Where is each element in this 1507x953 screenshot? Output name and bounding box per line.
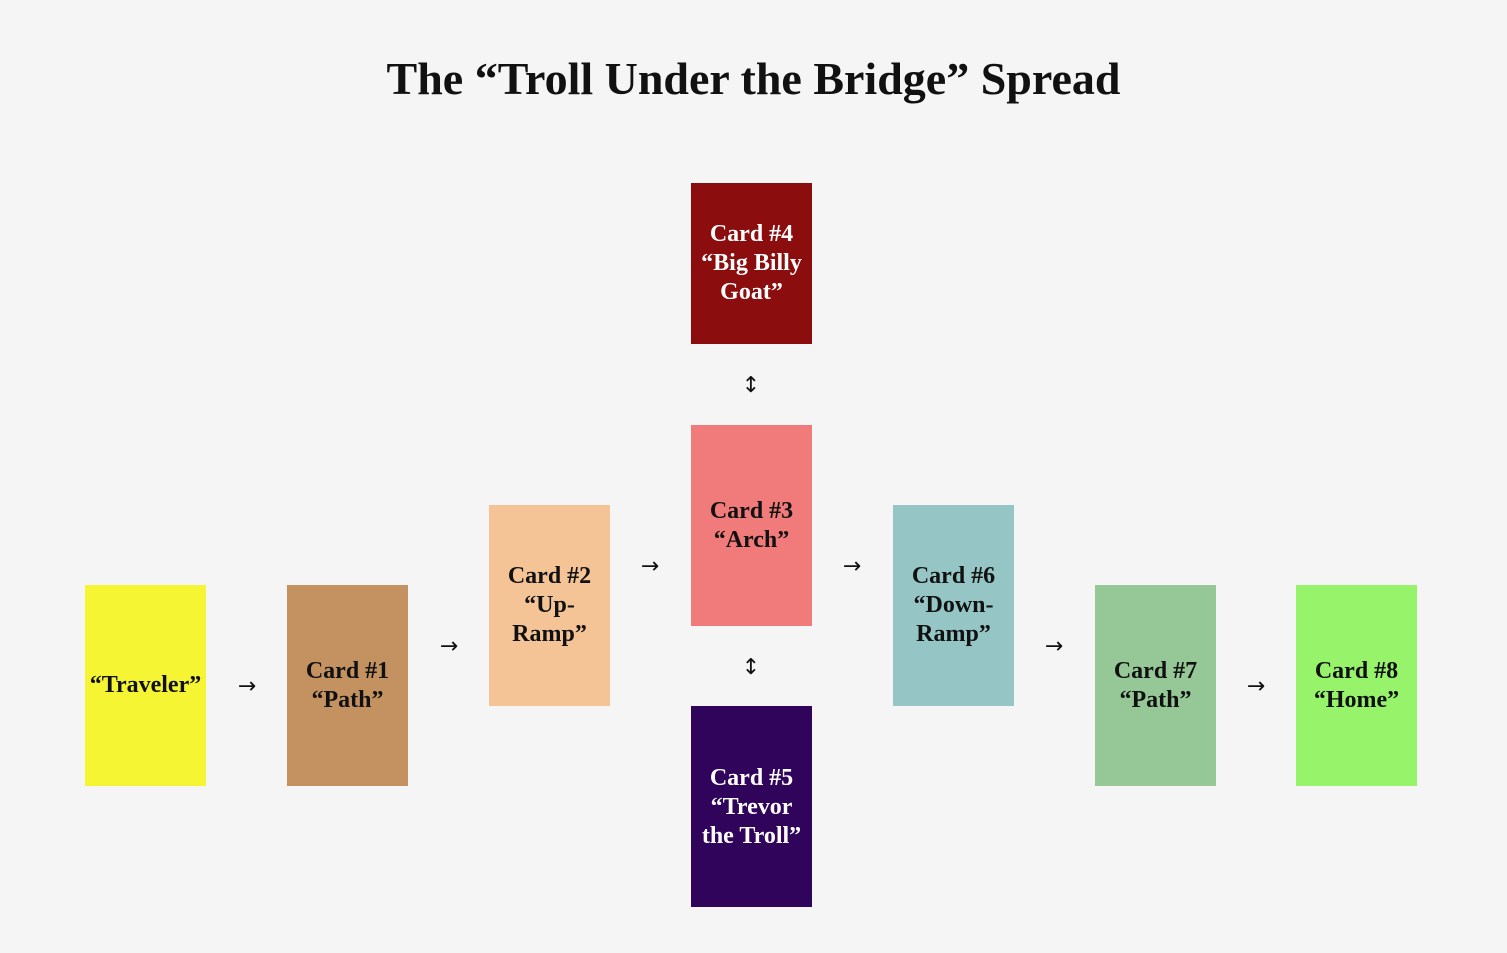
arrow-right-icon: → [1044, 634, 1064, 659]
card-5-label: Card #5 “Trevor the Troll” [701, 765, 802, 849]
card-5: Card #5 “Trevor the Troll” [691, 706, 812, 907]
card-3-label: Card #3 “Arch” [709, 498, 794, 553]
card-7: Card #7 “Path” [1095, 585, 1216, 786]
card-8: Card #8 “Home” [1296, 585, 1417, 786]
arrow-right-icon: → [237, 674, 257, 699]
page-title: The “Troll Under the Bridge” Spread [386, 53, 1121, 104]
card-6-label: Card #6 “Down- Ramp” [911, 563, 996, 647]
arrow-right-icon: → [640, 554, 660, 579]
card-3: Card #3 “Arch” [691, 425, 812, 626]
arrow-updown-icon: ↕ [741, 373, 761, 398]
arrow-right-icon: → [842, 554, 862, 579]
card-traveler: “Traveler” [85, 585, 206, 786]
card-2-label: Card #2 “Up- Ramp” [507, 563, 592, 647]
card-8-label: Card #8 “Home” [1313, 657, 1400, 713]
card-7-label: Card #7 “Path” [1113, 657, 1198, 713]
card-2: Card #2 “Up- Ramp” [489, 505, 610, 706]
card-4: Card #4 “Big Billy Goat” [691, 183, 812, 344]
arrow-right-icon: → [1246, 674, 1266, 699]
card-6: Card #6 “Down- Ramp” [893, 505, 1014, 706]
card-1-label: Card #1 “Path” [305, 657, 390, 713]
card-1: Card #1 “Path” [287, 585, 408, 786]
card-traveler-label: “Traveler” [89, 672, 202, 698]
card-4-label: Card #4 “Big Billy Goat” [701, 221, 802, 305]
arrow-updown-icon: ↕ [741, 655, 761, 680]
arrow-right-icon: → [439, 634, 459, 659]
